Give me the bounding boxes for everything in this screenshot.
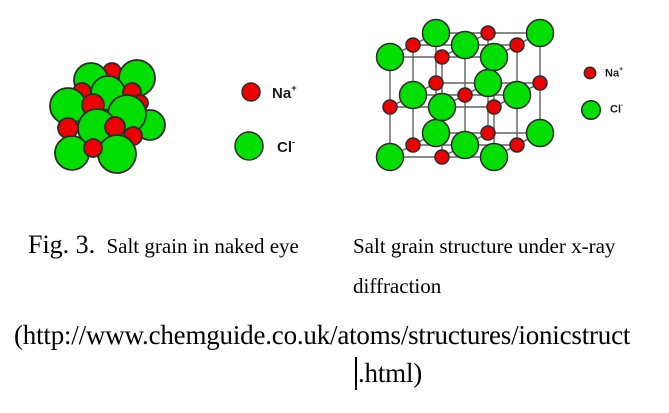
cl-lattice-sphere [473, 68, 503, 98]
na-lattice-sphere [532, 75, 548, 91]
na-sphere [104, 116, 126, 138]
na-legend-swatch [241, 82, 261, 102]
na-lattice-sphere [428, 75, 444, 91]
na-lattice-sphere [405, 37, 421, 53]
cl-lattice-sphere [450, 30, 480, 60]
cl-sphere [54, 135, 90, 171]
cl-lattice-sphere [450, 130, 480, 160]
cl-lattice-sphere [502, 80, 532, 110]
cl-lattice-sphere [421, 18, 451, 48]
cl-charge: - [292, 137, 296, 147]
cl-lattice-sphere [525, 118, 555, 148]
cl-lattice-sphere [525, 18, 555, 48]
cl-lattice-sphere [375, 42, 405, 72]
cl-lattice-sphere [479, 142, 509, 172]
source-url-line2: .html) [358, 358, 423, 388]
na-charge: + [291, 83, 297, 93]
cl-charge: - [621, 102, 624, 109]
legend-large-cl-label: Cl- [277, 137, 296, 156]
na-lattice-sphere [405, 137, 421, 153]
text-cursor [355, 357, 357, 390]
na-sphere [83, 138, 103, 158]
na-legend-swatch [583, 66, 597, 80]
legend-small-na-label: Na+ [605, 66, 624, 80]
caption-left: Fig. 3. Salt grain in naked eye [28, 230, 299, 260]
cl-lattice-sphere [427, 92, 457, 122]
na-lattice-sphere [382, 99, 398, 115]
na-lattice-sphere [486, 99, 502, 115]
cl-legend-swatch [580, 99, 602, 121]
na-lattice-sphere [457, 87, 473, 103]
na-lattice-sphere [480, 125, 496, 141]
cl-lattice-sphere [398, 80, 428, 110]
na-lattice-sphere [509, 37, 525, 53]
cl-legend-swatch [234, 131, 264, 161]
caption-left-text: Salt grain in naked eye [106, 234, 299, 258]
caption-right-line2: diffraction [353, 274, 442, 298]
legend-small-cl-label: Cl- [610, 102, 624, 116]
legend-large-na-label: Na+ [272, 83, 297, 102]
caption-right-line1: Salt grain structure under x-ray [353, 234, 616, 258]
na-lattice-sphere [434, 49, 450, 65]
na-lattice-sphere [480, 25, 496, 41]
cl-sphere [97, 134, 137, 174]
source-url-line1: (http://www.chemguide.co.uk/atoms/struct… [14, 320, 631, 350]
figure-number: Fig. 3. [28, 230, 96, 259]
cl-lattice-sphere [479, 42, 509, 72]
na-sphere [57, 117, 79, 139]
na-lattice-sphere [434, 149, 450, 165]
cl-lattice-sphere [421, 118, 451, 148]
na-lattice-sphere [509, 137, 525, 153]
na-charge: + [619, 66, 624, 73]
cl-lattice-sphere [375, 142, 405, 172]
